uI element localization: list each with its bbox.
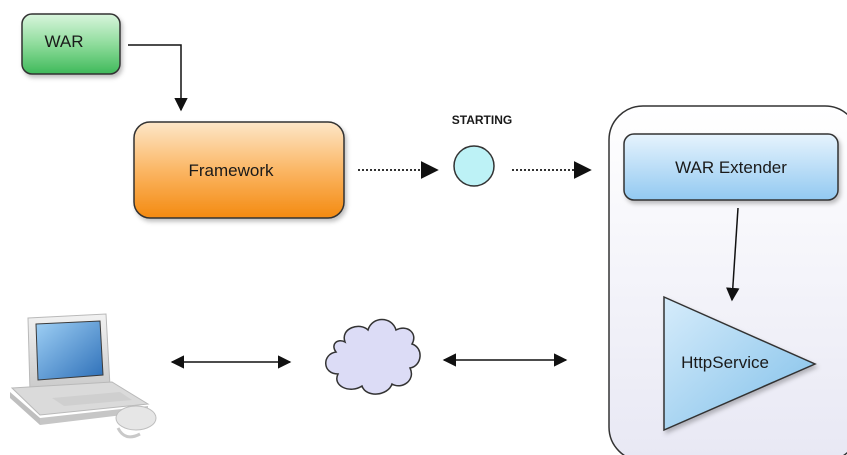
war-extender-label: WAR Extender: [675, 158, 787, 177]
war-extender-node: WAR Extender: [623, 133, 839, 201]
framework-label: Framework: [188, 161, 274, 180]
httpservice-node: HttpService: [663, 295, 817, 432]
extender-to-httpservice-arrow: [726, 207, 740, 302]
framework-node: Framework: [133, 121, 345, 219]
httpservice-label: HttpService: [681, 353, 769, 372]
war-node: WAR: [21, 13, 121, 75]
starting-state-circle: [453, 145, 495, 187]
war-label: WAR: [44, 32, 83, 51]
starting-state-label: STARTING: [452, 113, 512, 127]
laptop-computer-icon: [10, 313, 157, 439]
war-to-framework-arrow: [128, 44, 188, 112]
cloud-icon: [325, 318, 421, 395]
